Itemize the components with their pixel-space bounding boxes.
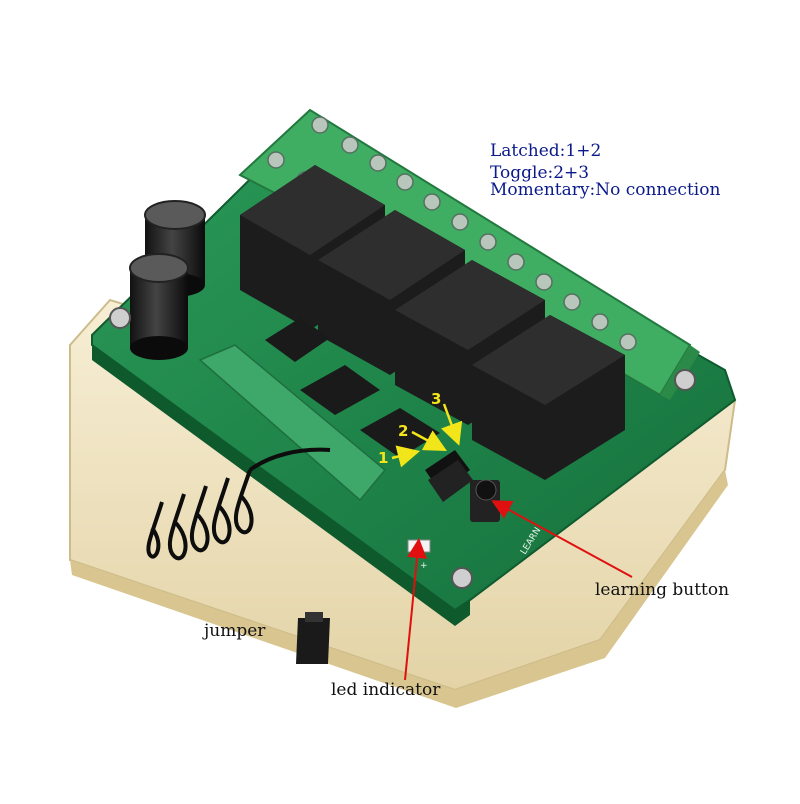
pin-number-1: 1 [378,449,388,467]
mode-toggle: Toggle:2+3 [490,163,590,183]
plus-silkscreen: + [420,561,428,571]
pin-number-3: 3 [431,390,441,408]
relays [240,165,625,480]
callout-arrows [404,500,633,681]
antenna-spring [146,447,331,561]
relay-4 [472,315,625,480]
learn-button [470,479,500,522]
mode-latched: Latched:1+2 [490,141,602,161]
mode-header-pins [425,450,473,502]
electrolytic-capacitors [129,200,206,360]
pin-markers: 1 2 3 [378,390,463,468]
ic-chips [265,318,440,458]
rf-receiver-module [198,344,387,502]
learning-button-label: learning button [595,580,730,600]
mode-momentary: Momentary:No connection [490,180,721,200]
jumper-label: jumper [204,621,266,641]
terminal-screws [267,116,637,351]
led [407,539,431,553]
led-indicator-arrow [404,538,427,681]
pin-number-2: 2 [398,422,408,440]
loose-jumper [296,612,330,664]
learning-button-arrow [491,500,633,578]
mounting-screws [109,307,696,589]
led-indicator-label: led indicator [331,680,441,700]
